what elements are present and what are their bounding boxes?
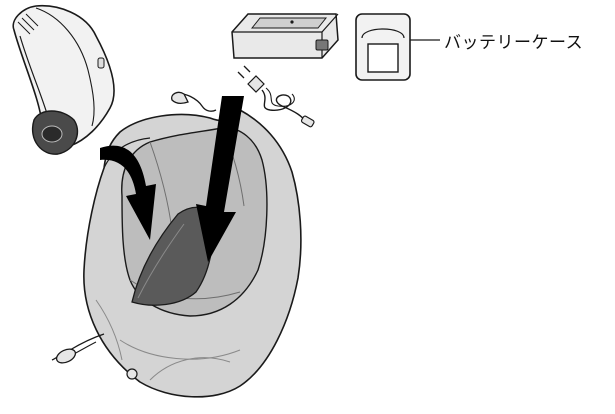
soft-case-pouch-icon <box>52 92 301 396</box>
camera-icon <box>13 6 114 154</box>
battery-case-label: バッテリーケース <box>444 28 583 53</box>
battery-charger-icon <box>232 14 338 58</box>
battery-case-icon <box>356 14 440 80</box>
